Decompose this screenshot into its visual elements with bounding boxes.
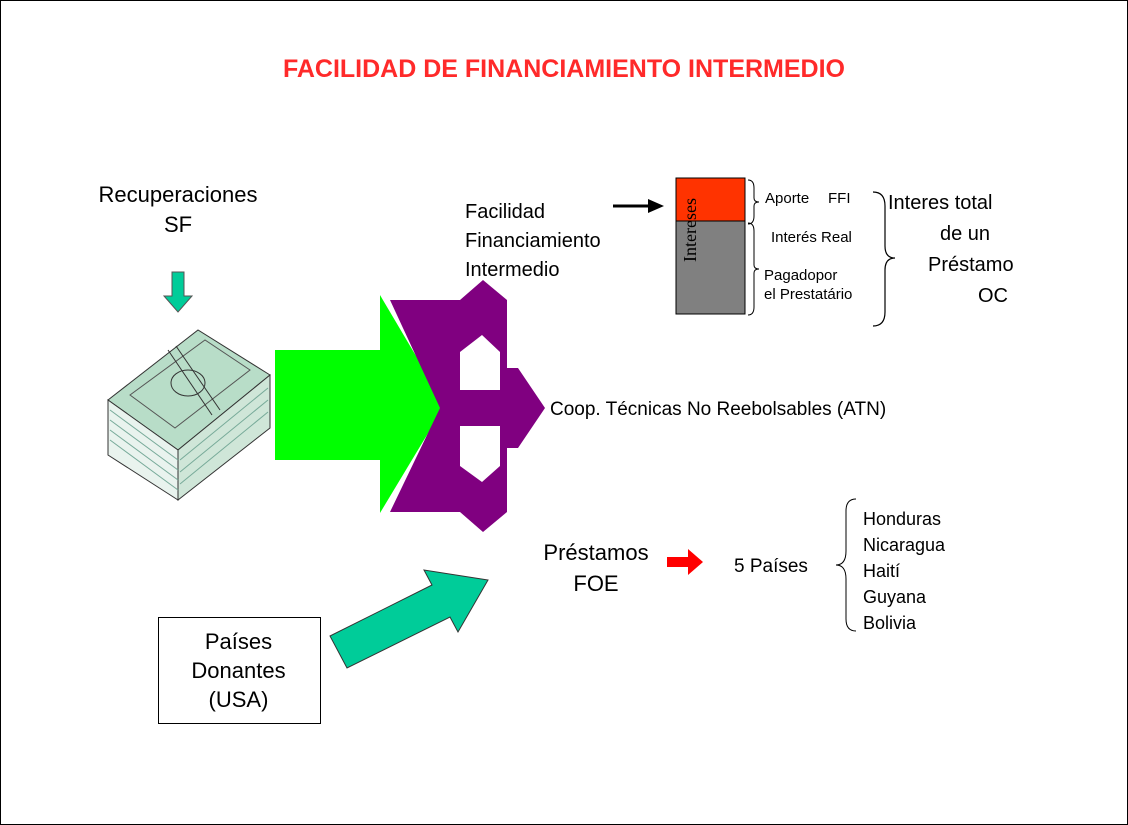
teal-diagonal-arrow	[329, 569, 489, 669]
aporte-label: Aporte	[765, 190, 810, 207]
donantes-line2: Donantes	[191, 658, 286, 683]
list-item: Haití	[863, 561, 901, 581]
recuperaciones-line2: SF	[163, 212, 193, 237]
donantes-label: Países Donantes (USA)	[158, 627, 319, 714]
facilidad-label: Facilidad Financiamiento Intermedio	[465, 198, 601, 285]
list-item: Nicaragua	[863, 535, 946, 555]
brace-aporte	[747, 179, 760, 225]
money-stack-icon	[107, 329, 271, 502]
red-arrow	[667, 549, 703, 575]
prestamos-line1: Préstamos	[543, 540, 649, 565]
facilidad-line2: Financiamiento	[465, 230, 601, 252]
pagado-line1: Pagadopor	[764, 267, 838, 284]
interes-total-line3: Préstamo	[928, 254, 1014, 276]
donantes-line3: (USA)	[208, 687, 269, 712]
interes-total-line1: Interes total	[888, 192, 993, 214]
green-main-arrow	[275, 295, 445, 513]
list-item: Honduras	[863, 509, 942, 529]
bar-aporte-segment	[675, 177, 746, 222]
atn-label: Coop. Técnicas No Reebolsables (ATN)	[550, 399, 887, 420]
country-list: Honduras Nicaragua Haití Guyana Bolivia	[863, 506, 945, 636]
interes-total-line2: de un	[940, 223, 991, 245]
brace-interes-total	[872, 191, 896, 327]
interes-real-label: Interés Real	[771, 229, 852, 246]
brace-interes-real	[747, 222, 760, 316]
brace-countries	[835, 498, 857, 632]
bar-interes-real-segment	[675, 220, 746, 315]
purple-split-arrow	[390, 280, 545, 532]
pagado-label: Pagadopor el Prestatário	[764, 266, 852, 304]
black-arrow-head	[648, 199, 664, 213]
donantes-box	[158, 617, 321, 724]
teal-down-arrow	[162, 271, 194, 313]
ffi-label: FFI	[828, 190, 851, 207]
page-title: FACILIDAD DE FINANCIAMIENTO INTERMEDIO	[282, 55, 846, 83]
purple-arrow-notch-top	[460, 335, 500, 390]
recuperaciones-line1: Recuperaciones	[98, 182, 258, 207]
intereses-vertical-label: Intereses	[680, 198, 700, 262]
facilidad-line3: Intermedio	[465, 259, 560, 281]
paises-count-label: 5 Países	[734, 556, 808, 577]
recuperaciones-label: Recuperaciones SF	[83, 180, 273, 240]
donantes-line1: Países	[204, 629, 273, 654]
list-item: Bolivia	[863, 613, 917, 633]
interes-total-line4: OC	[978, 285, 1008, 307]
prestamos-label: Préstamos FOE	[522, 537, 670, 599]
pagado-line2: el Prestatário	[764, 286, 853, 303]
facilidad-line1: Facilidad	[465, 201, 546, 223]
interes-total-label: Interes total de un Préstamo OC	[888, 188, 1014, 312]
purple-arrow-notch-bottom	[460, 426, 500, 482]
prestamos-line2: FOE	[573, 571, 619, 596]
list-item: Guyana	[863, 587, 927, 607]
